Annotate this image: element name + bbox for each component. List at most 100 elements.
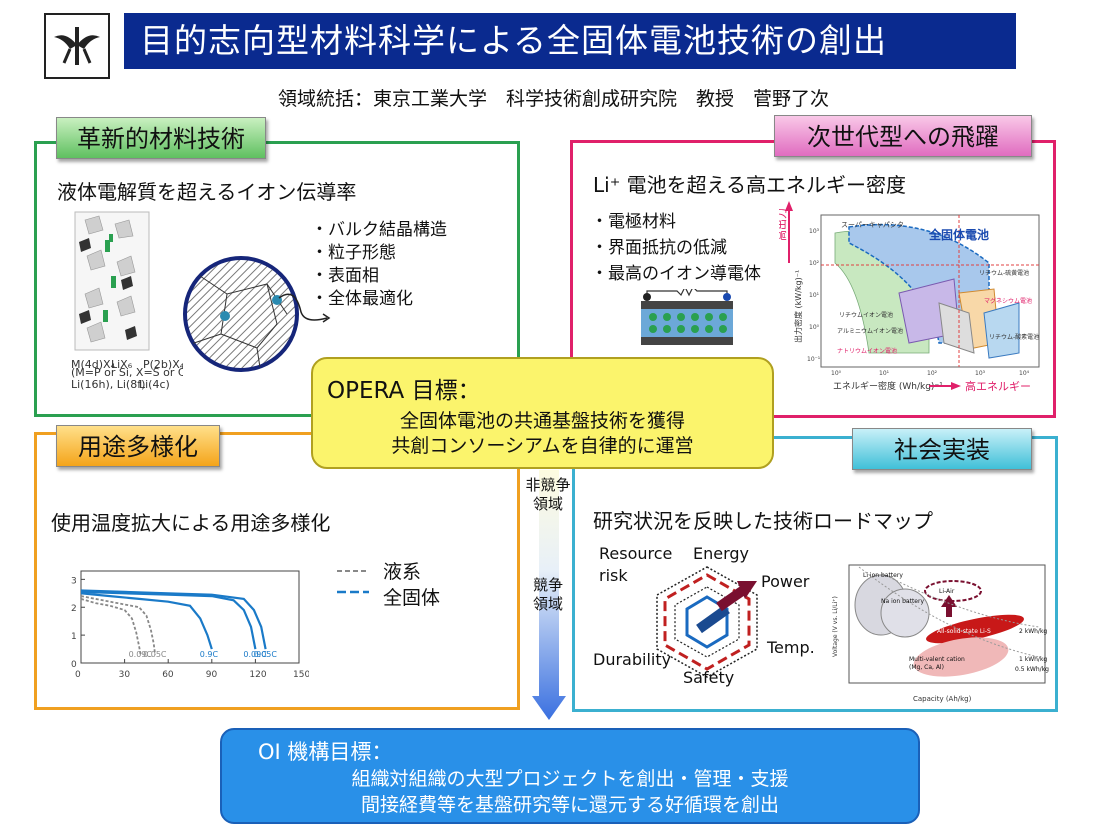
crystal-label: Li(4c) <box>139 378 170 391</box>
x-tick-label: 120 <box>249 670 266 680</box>
list-item: ・電極材料 <box>591 212 676 232</box>
series-label: 0.09C <box>243 650 267 659</box>
particle-figure <box>183 256 331 372</box>
ragone-ytick: 10¹ <box>809 292 820 299</box>
x-tick-label: 60 <box>162 670 174 680</box>
legend-swatches <box>337 570 369 594</box>
ragone-ytick: 10⁰ <box>809 324 820 331</box>
ragone-ylabel: 出力密度 (kW/kg)⁻¹ <box>793 270 803 343</box>
series-line <box>80 590 257 650</box>
swallow-logo-icon <box>54 27 100 65</box>
ragone-region: スーパーキャパシタ <box>841 220 904 229</box>
capacity-label: (Mg, Ca, Al) <box>909 664 944 671</box>
crystal-label: Li(16h), Li(8f) <box>71 378 145 391</box>
oi-goal-box: OI 機構目標： 組織対組織の大型プロジェクトを創出・管理・支援 間接経費等を基… <box>220 728 920 824</box>
capacity-label: All-solid-state Li-S <box>937 628 991 635</box>
ragone-region: リチウム-酸素電池 <box>989 333 1039 341</box>
legend-liquid: 液系 <box>383 561 422 583</box>
oi-line: 間接経費等を基盤研究等に還元する好循環を創出 <box>360 794 779 816</box>
series-line <box>80 592 213 650</box>
list-item: ・最高のイオン導電体 <box>591 264 761 284</box>
capacity-xlabel: Capacity (Ah/kg) <box>913 695 972 703</box>
crystal-label: P(2b)X₄ <box>143 358 183 371</box>
radar-label: Power <box>761 572 810 591</box>
ragone-xlabel-high: 高エネルギー <box>965 379 1031 393</box>
crystal-label: LiX₆ <box>111 358 133 371</box>
capacity-label: Li-Air <box>939 588 955 595</box>
list-item: ・全体最適化 <box>311 289 413 309</box>
university-logo <box>44 13 110 79</box>
ragone-region: マグネシウム電池 <box>984 297 1032 305</box>
plot-frame <box>80 570 300 664</box>
series-line <box>80 598 142 655</box>
series-label: 0.05C <box>143 650 167 659</box>
list-item: ・表面相 <box>311 266 379 286</box>
tag-next-gen: 次世代型への飛躍 <box>774 115 1032 157</box>
capacity-ylabel: Voltage (V vs. Li/Li⁺) <box>832 596 839 657</box>
ragone-region: 全固体電池 <box>928 227 989 242</box>
opera-goal-box: OPERA 目標： 全固体電池の共通基盤技術を獲得 共創コンソーシアムを自律的に… <box>311 357 774 469</box>
legend-solid: 全固体 <box>383 587 441 609</box>
oi-line: 組織対組織の大型プロジェクトを創出・管理・支援 <box>351 768 789 790</box>
series-label: 0.05C <box>254 650 278 659</box>
panel-materials: 液体電解質を超えるイオン伝導率 ・バルク結晶構造 ・粒子形態 ・表面相 ・全体最… <box>34 141 520 417</box>
ragone-region: ナトリウムイオン電池 <box>837 347 897 355</box>
ragone-xtick: 10² <box>927 370 938 377</box>
tag-materials: 革新的材料技術 <box>56 117 266 159</box>
series-label: 0.9C <box>200 650 219 659</box>
radar-label: Safety <box>683 668 734 687</box>
x-tick-label: 30 <box>119 670 131 680</box>
capacity-label: 1 kWh/kg <box>1019 656 1047 663</box>
ragone-xtick: 10³ <box>975 370 986 377</box>
tag-social: 社会実装 <box>852 428 1032 470</box>
radar-label: Energy <box>693 544 749 563</box>
next-gen-bullets: ・電極材料 ・界面抵抗の低減 ・最高のイオン導電体 <box>591 209 761 287</box>
project-lead: 領域統括：東京工業大学 科学技術創成研究院 教授 菅野了次 <box>277 88 829 110</box>
opera-line: 全固体電池の共通基盤技術を獲得 <box>399 410 685 432</box>
capacity-label: 0.5 kWh/kg <box>1015 666 1049 673</box>
page-title: 目的志向型材料科学による全固体電池技術の創出 <box>124 13 1016 69</box>
ragone-plot: 高出力 出力密度 (kW/kg)⁻¹ スーパーキャパシタ 全固体電池 リチウム-… <box>779 201 1040 393</box>
ragone-region: リチウム-硫黄電池 <box>979 269 1029 277</box>
series-label: 0.09C <box>129 650 153 659</box>
ragone-xtick: 10⁴ <box>1019 370 1030 377</box>
ragone-region: リチウムイオン電池 <box>839 311 893 319</box>
capacity-label: Na ion battery <box>881 598 924 605</box>
ragone-region: アルミニウムイオン電池 <box>837 327 903 335</box>
ragone-ytick: 10⁻¹ <box>807 356 821 363</box>
arrow-bottom-label: 競争 領域 <box>532 576 563 613</box>
capacity-label: Li ion battery <box>863 572 903 579</box>
battery-cell-figure <box>641 289 733 345</box>
opera-title: OPERA 目標： <box>327 378 481 404</box>
crystal-label: M(4d)X₄ <box>71 358 116 371</box>
arrow-top-label: 非競争 領域 <box>525 476 571 513</box>
opera-line: 共創コンソーシアムを自律的に運営 <box>391 435 694 457</box>
list-item: ・粒子形態 <box>311 243 396 263</box>
ragone-ylabel-high: 高出力 <box>779 208 788 241</box>
list-item: ・バルク結晶構造 <box>311 220 447 240</box>
capacity-voltage-chart: Li ion battery Na ion battery All-solid-… <box>832 564 1049 703</box>
y-tick-label: 0 <box>71 660 77 670</box>
tag-diversify: 用途多様化 <box>56 425 220 467</box>
series-line <box>80 595 156 655</box>
series-line <box>80 589 267 650</box>
radar-label: Durability <box>593 650 671 669</box>
x-tick-label: 90 <box>206 670 218 680</box>
y-tick-label: 2 <box>71 604 77 614</box>
panel-social: 研究状況を反映した技術ロードマップ Energy Power Temp. Saf… <box>572 436 1058 712</box>
y-tick-label: 3 <box>71 576 77 586</box>
radar-chart: Energy Power Temp. Safety Durability Res… <box>593 544 815 687</box>
capacity-label: Multi-valent cation <box>909 656 965 663</box>
list-item: ・界面抵抗の低減 <box>591 238 727 258</box>
crystal-structure-figure: M(4d)X₄ LiX₆ P(2b)X₄ (M=P or Si, X=S or … <box>71 211 183 391</box>
social-heading: 研究状況を反映した技術ロードマップ <box>593 509 933 533</box>
diversify-heading: 使用温度拡大による用途多様化 <box>51 511 331 535</box>
ragone-xtick: 10¹ <box>879 370 890 377</box>
x-tick-label: 150 <box>293 670 309 680</box>
ragone-ytick: 10² <box>809 260 820 267</box>
ragone-ytick: 10³ <box>809 228 820 235</box>
next-gen-heading: Li⁺ 電池を超える高エネルギー密度 <box>593 173 907 197</box>
